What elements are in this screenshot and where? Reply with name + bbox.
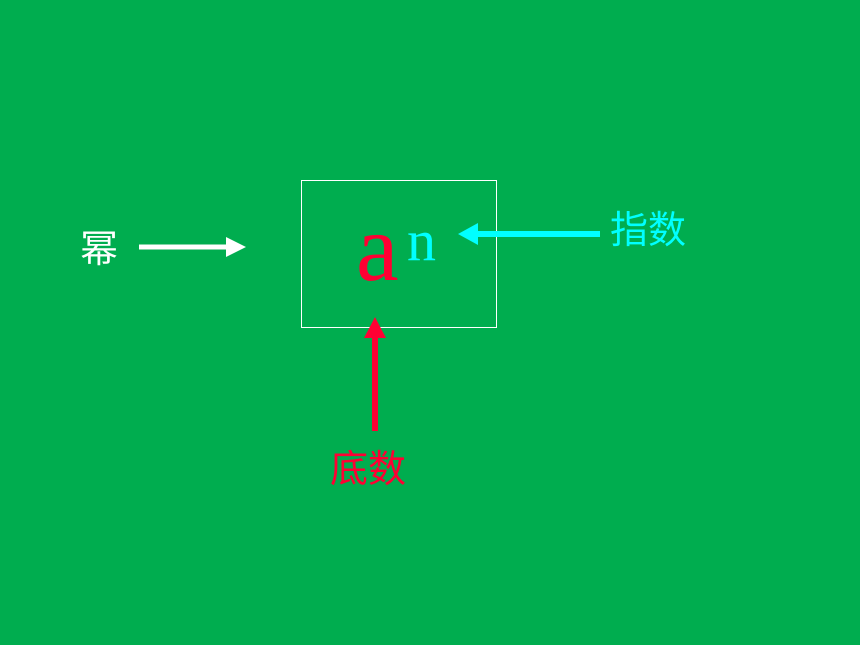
expression-box	[301, 180, 497, 328]
base-symbol: a	[356, 194, 399, 301]
exponent-arrow	[458, 223, 600, 245]
exponent-symbol: n	[407, 208, 436, 273]
base-label: 底数	[330, 447, 407, 491]
power-arrow	[139, 237, 246, 257]
power-label: 幂	[80, 227, 119, 271]
exponent-label: 指数	[610, 208, 687, 252]
base-arrow	[364, 317, 386, 431]
